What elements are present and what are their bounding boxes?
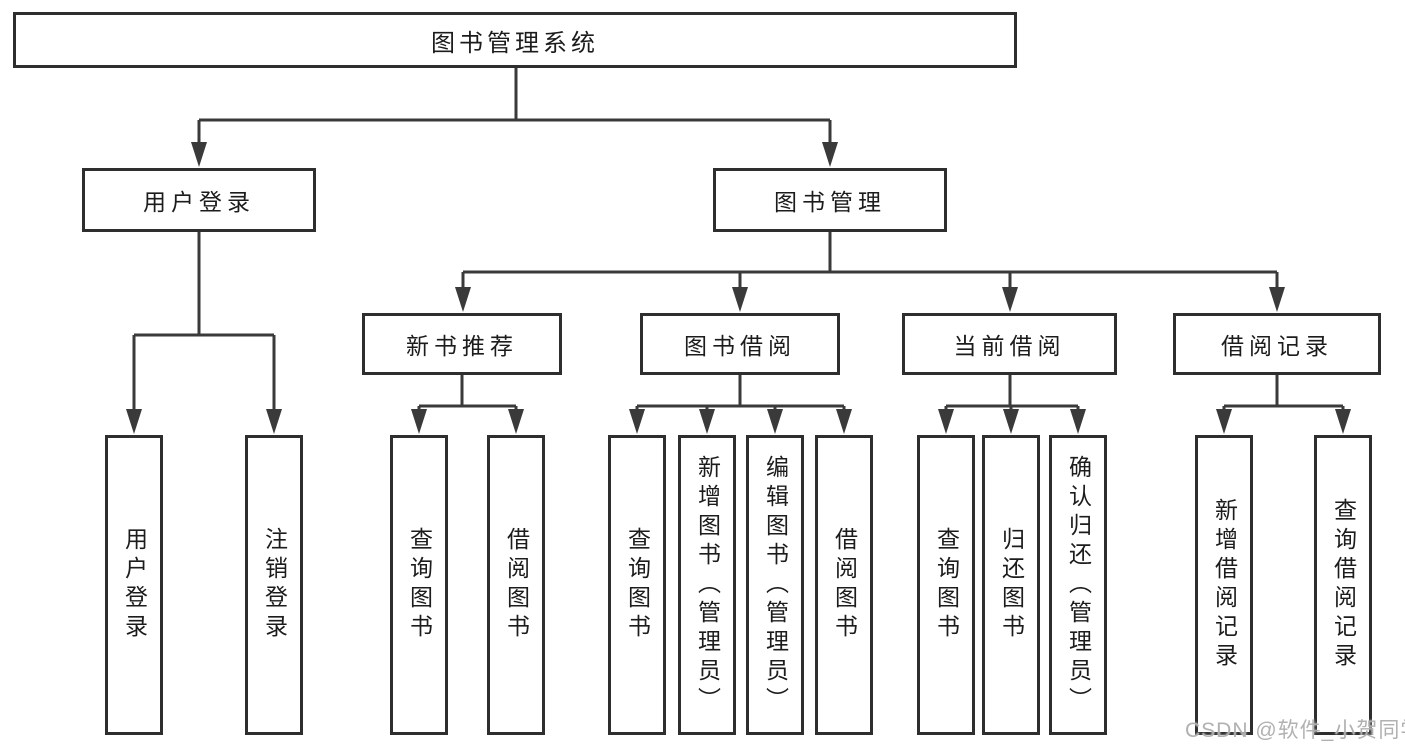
- leaf-confirm-return-admin: 确认归还（管理员）: [1049, 435, 1107, 735]
- node-label: 借阅记录: [1221, 333, 1333, 359]
- node-current-borrow: 当前借阅: [902, 313, 1117, 375]
- arrow-down-icon: [822, 142, 838, 167]
- arrow-down-icon: [836, 409, 852, 434]
- node-label: 注销登录: [261, 527, 288, 643]
- leaf-borrow-books: 借阅图书: [815, 435, 873, 735]
- leaf-add-books-admin: 新增图书（管理员）: [678, 435, 736, 735]
- node-book-borrow: 图书借阅: [640, 313, 840, 375]
- node-label: 新书推荐: [406, 333, 518, 359]
- node-label: 查询图书: [933, 527, 960, 643]
- leaf-logout: 注销登录: [245, 435, 303, 735]
- arrow-down-icon: [411, 409, 427, 434]
- leaf-query-books-recommend: 查询图书: [390, 435, 448, 735]
- arrow-down-icon: [1335, 409, 1351, 434]
- connector-userlogin-to-leaves: [132, 232, 276, 413]
- arrow-down-icon: [732, 287, 748, 312]
- node-label: 归还图书: [998, 527, 1025, 643]
- node-label: 新增借阅记录: [1211, 498, 1238, 672]
- node-label: 图书管理: [774, 189, 886, 215]
- node-label: 新增图书（管理员）: [694, 454, 721, 716]
- node-borrow-records: 借阅记录: [1173, 313, 1381, 375]
- node-label: 查询图书: [406, 527, 433, 643]
- leaf-add-borrow-record: 新增借阅记录: [1195, 435, 1253, 735]
- arrow-down-icon: [629, 409, 645, 434]
- arrow-down-icon: [699, 409, 715, 434]
- arrow-down-icon: [455, 287, 471, 312]
- connector-bookborrow-to-leaves: [635, 374, 846, 413]
- node-new-book-recommend: 新书推荐: [362, 313, 562, 375]
- node-library-system: 图书管理系统: [13, 12, 1017, 68]
- node-label: 查询图书: [624, 527, 651, 643]
- node-label: 编辑图书（管理员）: [762, 454, 789, 716]
- arrow-down-icon: [1070, 409, 1086, 434]
- node-user-login-branch: 用户登录: [82, 168, 316, 232]
- connector-records-to-leaves: [1222, 374, 1345, 413]
- node-label: 借阅图书: [831, 527, 858, 643]
- leaf-borrow-books-recommend: 借阅图书: [487, 435, 545, 735]
- arrow-down-icon: [1002, 287, 1018, 312]
- leaf-query-books-borrow: 查询图书: [608, 435, 666, 735]
- leaf-edit-books-admin: 编辑图书（管理员）: [746, 435, 804, 735]
- leaf-query-borrow-record: 查询借阅记录: [1314, 435, 1372, 735]
- node-label: 用户登录: [143, 189, 255, 215]
- node-label: 图书借阅: [684, 333, 796, 359]
- connector-root-to-level2: [197, 68, 832, 147]
- node-label: 当前借阅: [953, 333, 1066, 359]
- arrow-down-icon: [1003, 409, 1019, 434]
- node-label: 确认归还（管理员）: [1065, 454, 1092, 716]
- arrow-down-icon: [1269, 287, 1285, 312]
- node-label: 图书管理系统: [431, 29, 599, 57]
- leaf-return-books: 归还图书: [982, 435, 1040, 735]
- arrowheads: [126, 142, 1351, 434]
- arrow-down-icon: [191, 142, 207, 167]
- node-book-management: 图书管理: [713, 168, 947, 232]
- node-label: 用户登录: [121, 527, 148, 643]
- arrow-down-icon: [1216, 409, 1232, 434]
- arrow-down-icon: [508, 409, 524, 434]
- node-label: 查询借阅记录: [1330, 498, 1357, 672]
- arrow-down-icon: [266, 409, 282, 434]
- csdn-watermark: CSDN @软件_小贺同学: [1185, 719, 1405, 742]
- node-label: 借阅图书: [503, 527, 530, 643]
- connector-newbook-to-leaves: [417, 374, 518, 413]
- connector-bookmgmt-to-level3: [461, 232, 1279, 290]
- arrow-down-icon: [938, 409, 954, 434]
- arrow-down-icon: [767, 409, 783, 434]
- arrow-down-icon: [126, 409, 142, 434]
- leaf-user-login: 用户登录: [105, 435, 163, 735]
- connector-currentborrow-to-leaves: [944, 374, 1080, 413]
- leaf-query-books-current: 查询图书: [917, 435, 975, 735]
